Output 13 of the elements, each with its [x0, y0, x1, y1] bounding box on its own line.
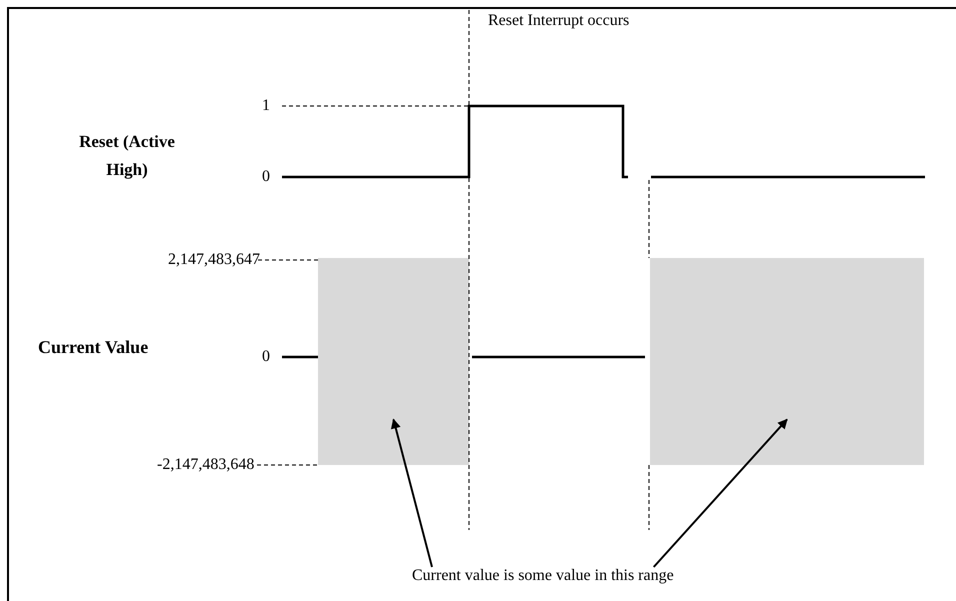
level-label: 1	[262, 97, 270, 115]
leader-arrow	[652, 418, 788, 568]
level-label: 0	[262, 168, 270, 186]
value-label: -2,147,483,648	[157, 456, 254, 474]
event-label: Reset Interrupt occurs	[488, 12, 630, 30]
value-range-area	[650, 258, 924, 465]
value-label: 2,147,483,647	[168, 251, 260, 269]
level-label: 0	[262, 348, 270, 366]
signal-name: Current Value	[38, 336, 148, 358]
value-range-area	[318, 258, 469, 465]
signal-name: Reset (Active High)	[78, 131, 176, 181]
annotation-text: Current value is some value in this range	[412, 567, 674, 585]
leader-arrow	[390, 418, 433, 568]
